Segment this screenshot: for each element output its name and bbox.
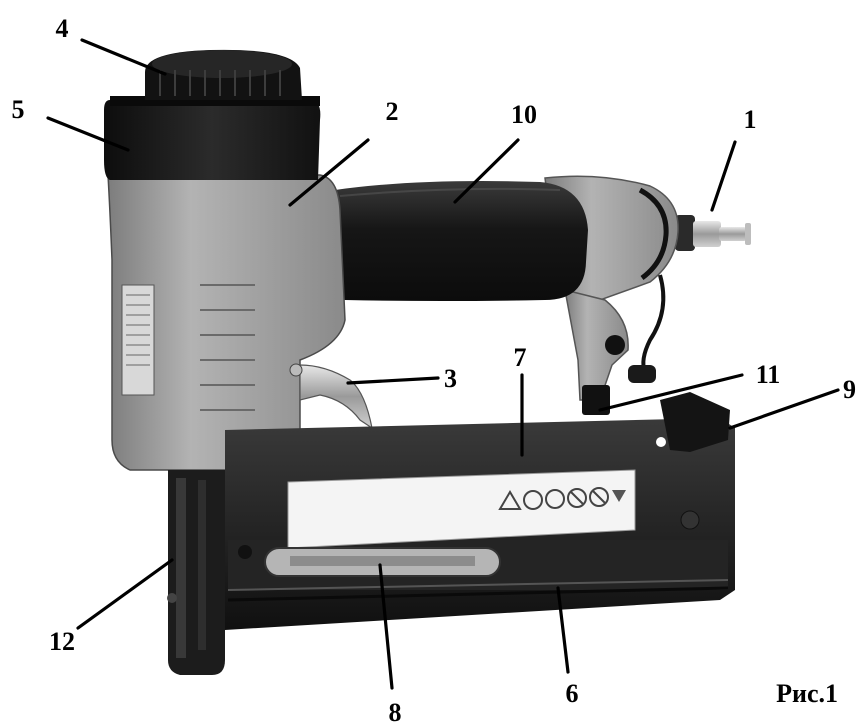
callout-6: 6 [566,679,579,708]
callout-11: 11 [756,360,781,389]
magazine-latch [660,392,730,452]
callout-10: 10 [511,100,537,129]
exhaust-dial [145,49,302,100]
top-cover-housing [104,100,321,180]
air-inlet-fitting [675,215,751,251]
magazine-warning-label [287,469,636,549]
callout-8: 8 [389,698,402,727]
callout-5: 5 [12,95,25,124]
callout-labels: 1 2 3 4 5 6 7 8 9 10 11 12 Рис.1 [12,14,857,727]
callout-3: 3 [444,364,457,393]
callout-9: 9 [843,375,856,404]
callout-2: 2 [386,97,399,126]
nail-gun-illustration [104,49,751,675]
callout-4: 4 [56,14,69,43]
figure-caption: Рис.1 [776,679,838,708]
callout-12: 12 [49,627,75,656]
callout-7: 7 [514,343,527,372]
callout-1: 1 [744,105,757,134]
body-ribs [200,284,255,411]
trigger [299,364,373,430]
warning-pictograms [498,487,626,510]
body-warning-sticker [121,284,155,396]
callout-leaders [46,38,840,690]
rubber-grip [325,181,588,301]
exhaust-cable [641,274,666,373]
